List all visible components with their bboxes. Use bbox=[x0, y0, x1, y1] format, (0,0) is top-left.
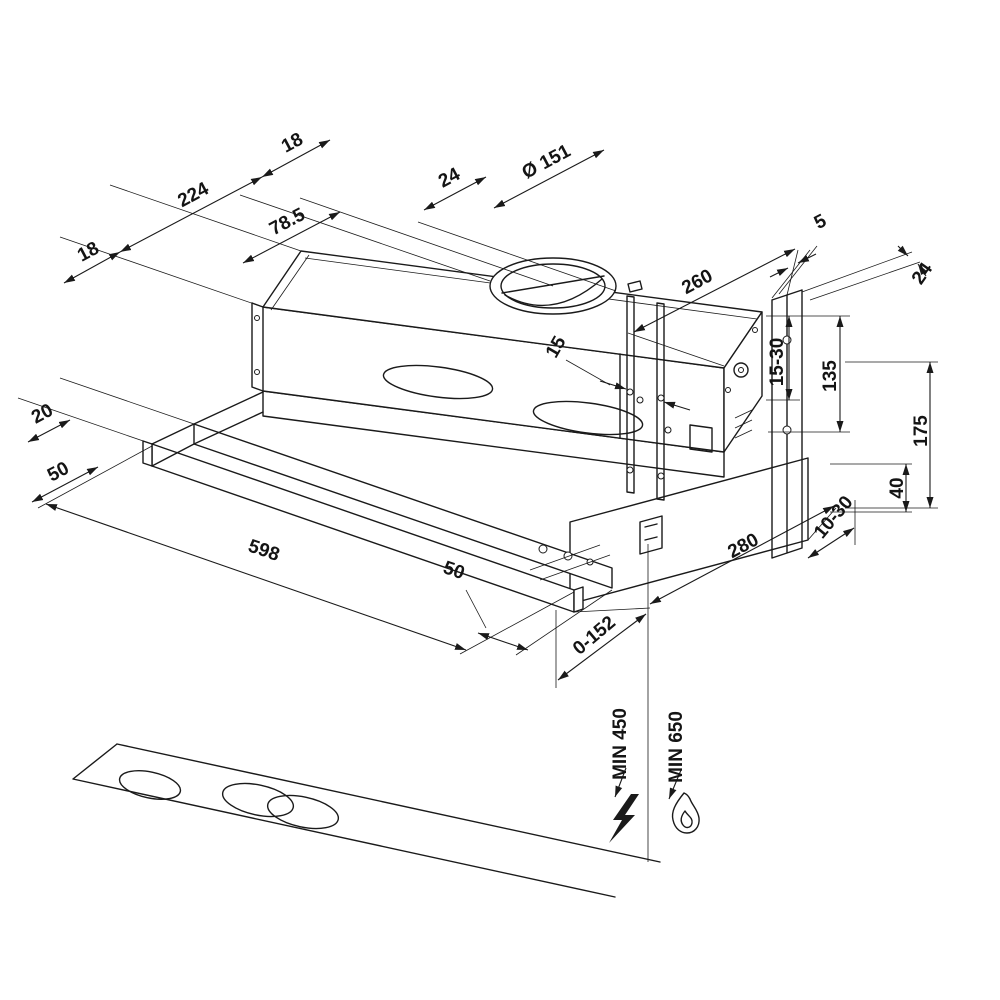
filter-oval-right bbox=[532, 400, 644, 436]
dim-height-175: 175 bbox=[911, 415, 932, 447]
gas-hob-icon bbox=[671, 792, 700, 834]
hob-burner-circle bbox=[118, 770, 182, 800]
dim-top-24: 24 bbox=[435, 164, 464, 193]
dim-left-18: 18 bbox=[74, 238, 103, 266]
dim-min-gas: MIN 650 bbox=[666, 711, 687, 783]
hob-burner-circle bbox=[266, 794, 340, 830]
hood-body bbox=[251, 250, 763, 478]
hob-burner-circle bbox=[221, 782, 295, 818]
dim-range-15-30: 15-30 bbox=[767, 338, 788, 387]
dimension-lines bbox=[27, 139, 934, 800]
dim-depth-260: 260 bbox=[678, 265, 716, 298]
dim-duct-diameter: Ø 151 bbox=[519, 141, 575, 184]
dim-height-40: 40 bbox=[887, 477, 908, 498]
dim-right-24: 24 bbox=[908, 259, 938, 289]
dim-left-20: 20 bbox=[28, 400, 57, 428]
drawer-front-rail bbox=[151, 443, 575, 613]
filter-oval-left bbox=[382, 364, 494, 400]
terminal-box bbox=[689, 424, 713, 453]
control-switch bbox=[639, 515, 663, 555]
electric-hob-icon bbox=[609, 794, 639, 843]
duct-clip bbox=[627, 280, 643, 293]
dim-top-224: 224 bbox=[174, 178, 212, 212]
cooktop bbox=[72, 743, 661, 898]
dim-min-electric: MIN 450 bbox=[610, 708, 631, 780]
dim-top-78-5: 78.5 bbox=[266, 204, 309, 240]
cable-gland bbox=[733, 362, 749, 378]
dim-width-598: 598 bbox=[245, 536, 282, 566]
dim-height-135: 135 bbox=[820, 360, 841, 392]
duct-inner-ring bbox=[500, 263, 606, 309]
duct-damper bbox=[501, 275, 605, 307]
dim-wall-10-30: 10-30 bbox=[810, 492, 857, 543]
dim-top-18: 18 bbox=[278, 129, 307, 157]
dim-right-5: 5 bbox=[811, 210, 831, 234]
